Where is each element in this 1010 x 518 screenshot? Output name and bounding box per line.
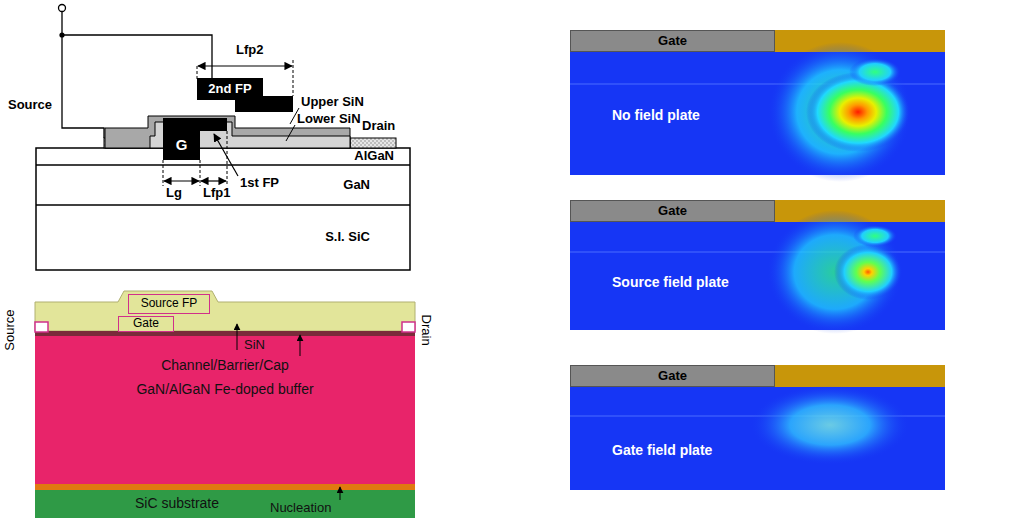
substrate-layer: S.I. SiC [36,205,410,270]
node-text: SiC substrate [135,496,219,511]
dimension-label: Lfp2 [236,43,263,57]
node-text: Gate [658,204,687,218]
field-plot: Source field plate Gate [570,200,945,330]
callout-label: 1st FP [240,176,279,190]
layer-label: Channel/Barrier/Cap [161,358,289,373]
source-fp-box: Source FP [128,294,210,314]
gate-bar: Gate [570,30,775,52]
node-text: G [176,137,188,154]
gate-bar: Gate [570,200,775,222]
layer-label: SiN [244,338,265,352]
node-text: Gate field plate [612,443,712,458]
substrate-layer: SiC substrate [35,490,415,518]
node-text: 2nd FP [208,82,251,96]
node-text: AlGaN [354,149,394,163]
node-text: Source field plate [612,275,729,290]
terminal-label: Drain [419,314,433,345]
node-text: Gate [658,34,687,48]
gate-box: Gate [118,316,174,332]
node-text: Gate [133,317,159,330]
node-text: S.I. SiC [325,230,370,244]
dimension-label: Lfp1 [203,186,230,200]
terminal-label: Drain [362,119,395,133]
dimension-label: Lg [166,186,182,200]
gate-bar: Gate [570,365,775,387]
field-plot: No field plate Gate [570,30,945,175]
terminal-label: Source [4,309,18,350]
algan-layer: AlGaN [36,148,410,165]
gate-electrode: G [163,130,200,160]
field-plate-box: 2nd FP [197,78,263,100]
node-text: No field plate [612,108,700,123]
layer-label: Lower SiN [297,112,361,126]
node-text: Gate [658,369,687,383]
node-text: GaN/AlGaN Fe-doped buffer [136,382,313,397]
terminal-label: Source [8,98,52,112]
layer-label: Upper SiN [301,95,364,109]
layer-label: Nucleation [270,501,331,515]
field-plot: Gate field plate Gate [570,365,945,490]
node-text: Source FP [141,297,198,310]
node-text: GaN [343,178,370,192]
